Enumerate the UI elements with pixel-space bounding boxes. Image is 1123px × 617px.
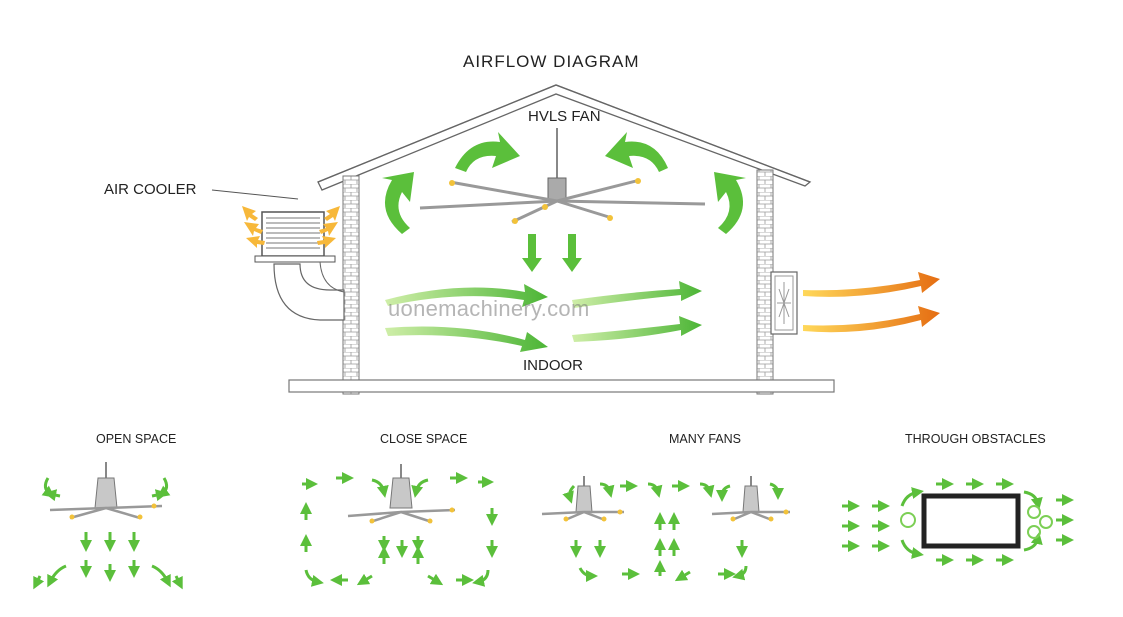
indoor-airflow-arrows	[385, 281, 702, 352]
exhaust-arrows	[803, 272, 940, 333]
panel-through-obstacles	[842, 478, 1074, 566]
panel-title-open-space: OPEN SPACE	[96, 432, 177, 446]
air-cooler-label: AIR COOLER	[104, 181, 197, 198]
watermark: uonemachinery.com	[388, 296, 590, 321]
indoor-label: INDOOR	[523, 357, 583, 374]
hvls-fan-label: HVLS FAN	[528, 108, 601, 125]
panel-title-close-space: CLOSE SPACE	[380, 432, 468, 446]
fan-airflow-arrows	[382, 132, 746, 272]
air-cooler	[211, 189, 345, 321]
panel-open-space	[33, 462, 183, 590]
panel-title-through-obstacles: THROUGH OBSTACLES	[905, 432, 1046, 446]
obstacle-box	[921, 493, 1021, 549]
floor	[288, 379, 835, 393]
hvls-fan	[419, 128, 706, 224]
panel-title-many-fans: MANY FANS	[669, 432, 742, 446]
left-wall	[342, 175, 360, 395]
exhaust-fan	[770, 271, 798, 335]
panel-close-space	[300, 464, 498, 587]
roof	[317, 84, 812, 191]
house	[288, 84, 835, 395]
panel-many-fans	[541, 476, 790, 582]
diagram-title: AIRFLOW DIAGRAM	[463, 52, 640, 71]
